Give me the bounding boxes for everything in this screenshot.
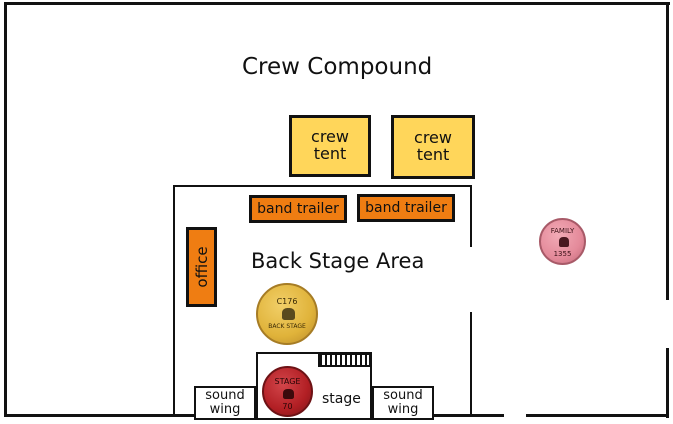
crew-tent-2-line1: crew	[414, 128, 452, 148]
crew-compound-label: Crew Compound	[242, 54, 433, 80]
crew-tent-1-line2: tent	[313, 144, 347, 163]
band-trailer-1[interactable]: band trailer	[249, 195, 347, 223]
stage-badge-emblem-icon	[283, 389, 294, 399]
office-label: office	[192, 246, 211, 288]
stage-riser-grille	[318, 353, 371, 367]
family-badge-number: 1355	[553, 250, 572, 258]
family-badge-text: FAMILY	[550, 227, 575, 235]
backstage-badge-emblem-icon	[282, 308, 295, 320]
backstage-wall-right-upper	[470, 185, 472, 247]
compound-wall-bottom-mid	[430, 414, 504, 417]
sound-wing-left-line2: wing	[209, 402, 241, 417]
crew-tent-1-line1: crew	[311, 127, 349, 147]
family-pass-badge[interactable]: FAMILY 1355	[539, 218, 586, 265]
family-badge-emblem-icon	[559, 237, 569, 247]
band-trailer-2[interactable]: band trailer	[357, 194, 455, 222]
sound-wing-left-line1: sound	[205, 388, 245, 404]
compound-wall-right-lower	[666, 348, 669, 418]
backstage-badge-text: BACK STAGE	[268, 323, 306, 330]
stage-pass-badge[interactable]: STAGE 70	[262, 366, 313, 417]
sound-wing-right-line1: sound	[383, 388, 423, 404]
sound-wing-left[interactable]: sound wing	[194, 386, 256, 420]
backstage-area-label: Back Stage Area	[251, 249, 425, 273]
backstage-wall-top	[173, 185, 472, 187]
compound-wall-left	[4, 2, 7, 416]
backstage-badge-number: C176	[276, 297, 298, 306]
stage-badge-text: STAGE	[274, 377, 301, 386]
office[interactable]: office	[186, 227, 217, 307]
sound-wing-right-line2: wing	[387, 402, 419, 417]
compound-wall-bottom-left	[4, 414, 196, 417]
crew-tent-2[interactable]: crew tent	[391, 115, 475, 179]
backstage-wall-left	[173, 185, 175, 416]
crew-tent-2-line2: tent	[416, 145, 450, 164]
backstage-wall-right-lower	[470, 312, 472, 416]
backstage-pass-badge[interactable]: C176 BACK STAGE	[256, 283, 318, 345]
compound-wall-top	[4, 2, 670, 5]
compound-wall-right-upper	[666, 2, 669, 300]
stage-badge-number: 70	[282, 402, 293, 411]
compound-wall-bottom-right	[526, 414, 669, 417]
sound-wing-right[interactable]: sound wing	[372, 386, 434, 420]
stage-label: stage	[322, 391, 361, 407]
crew-tent-1[interactable]: crew tent	[289, 115, 371, 177]
